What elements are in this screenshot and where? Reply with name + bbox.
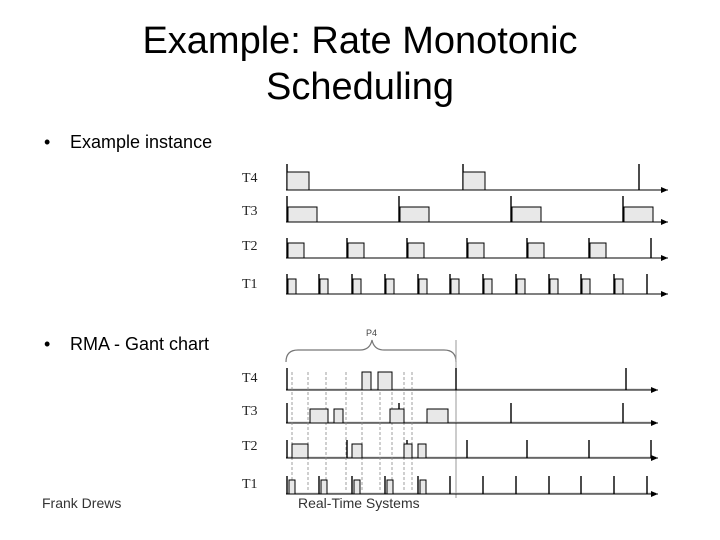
exec-block-t4 — [462, 171, 486, 191]
exec-block-t1 — [483, 278, 493, 295]
exec-block-t2 — [467, 242, 485, 259]
bullet-dot: • — [44, 132, 51, 152]
slide-title: Example: Rate Monotonic Scheduling — [0, 18, 720, 110]
exec-block-t4 — [377, 371, 393, 391]
task-label-t3: T3 — [242, 404, 258, 419]
exec-block-t1 — [581, 278, 591, 295]
exec-block-t3 — [389, 408, 405, 424]
bullet-text: RMA - Gant chart — [70, 334, 210, 354]
task-label-t2: T2 — [242, 239, 258, 254]
exec-block-t4 — [286, 171, 310, 191]
exec-block-t1 — [288, 479, 296, 495]
task-label-t4: T4 — [242, 371, 258, 386]
exec-block-t4 — [361, 371, 372, 391]
exec-block-t2 — [347, 242, 365, 259]
exec-block-t1 — [319, 278, 329, 295]
task-label-t1: T1 — [242, 477, 258, 492]
exec-block-t1 — [450, 278, 460, 295]
footer-author: Frank Drews — [42, 495, 122, 511]
exec-block-t1 — [352, 278, 362, 295]
exec-block-t3 — [511, 206, 542, 223]
bullet-dot: • — [44, 334, 51, 354]
exec-block-t2 — [527, 242, 545, 259]
exec-block-t2 — [403, 443, 413, 459]
exec-block-t2 — [589, 242, 607, 259]
exec-block-t3 — [309, 408, 329, 424]
exec-block-t2 — [407, 242, 425, 259]
exec-block-t3 — [623, 206, 654, 223]
exec-block-t2 — [291, 443, 309, 459]
exec-block-t1 — [287, 278, 297, 295]
exec-block-t1 — [516, 278, 526, 295]
slide-title-line1: Example: Rate Monotonic — [142, 20, 578, 62]
exec-block-t3 — [333, 408, 344, 424]
exec-block-t2 — [417, 443, 427, 459]
brace-label-p4: P4 — [366, 328, 377, 338]
task-label-t4: T4 — [242, 171, 258, 186]
exec-block-t1 — [549, 278, 559, 295]
task-label-t1: T1 — [242, 277, 258, 292]
task-label-t3: T3 — [242, 204, 258, 219]
footer-course: Real-Time Systems — [298, 495, 420, 511]
exec-block-t3 — [287, 206, 318, 223]
p4-brace — [285, 339, 457, 363]
rma-gantt-diagram: P4 T4 T3 T2 T1 — [242, 328, 658, 498]
bullet-text: Example instance — [70, 132, 213, 152]
exec-block-t1 — [418, 278, 428, 295]
exec-block-t3 — [426, 408, 449, 424]
exec-block-t2 — [287, 242, 305, 259]
task-label-t2: T2 — [242, 439, 258, 454]
exec-block-t1 — [353, 479, 361, 495]
exec-block-t3 — [399, 206, 430, 223]
exec-block-t1 — [386, 479, 394, 495]
exec-block-t1 — [614, 278, 624, 295]
exec-block-t1 — [320, 479, 328, 495]
example-instance-diagram: T4 T3 T2 T1 — [242, 164, 668, 297]
exec-block-t1 — [385, 278, 395, 295]
exec-block-t2 — [351, 443, 363, 459]
slide-title-line2: Scheduling — [265, 66, 455, 108]
exec-block-t1 — [419, 479, 427, 495]
